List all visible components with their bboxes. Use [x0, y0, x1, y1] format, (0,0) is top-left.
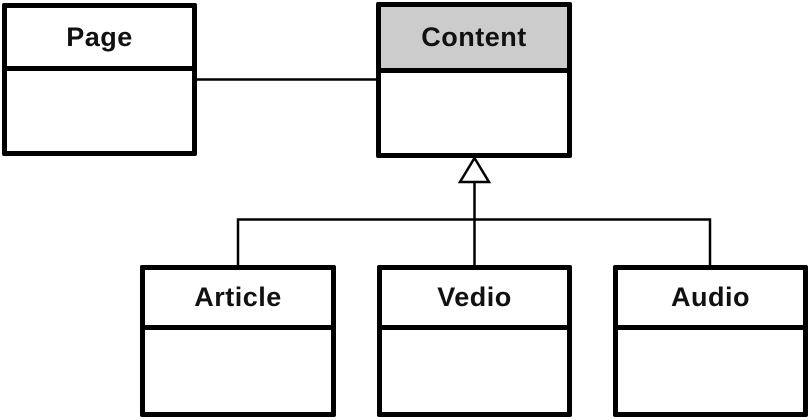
class-name-article: Article [145, 270, 331, 330]
class-box-vedio: Vedio [377, 265, 572, 417]
class-name-content: Content [381, 7, 567, 73]
class-box-content: Content [376, 2, 572, 158]
class-name-page: Page [7, 8, 192, 71]
generalization-triangle-icon [457, 155, 492, 184]
class-body-vedio [382, 330, 567, 412]
class-body-audio [618, 330, 803, 412]
class-name-vedio: Vedio [382, 270, 567, 330]
class-box-page: Page [2, 3, 197, 156]
class-name-audio: Audio [618, 270, 803, 330]
class-body-article [145, 330, 331, 412]
class-body-page [7, 71, 192, 151]
class-box-audio: Audio [613, 265, 808, 417]
class-body-content [381, 73, 567, 153]
class-box-article: Article [140, 265, 336, 417]
